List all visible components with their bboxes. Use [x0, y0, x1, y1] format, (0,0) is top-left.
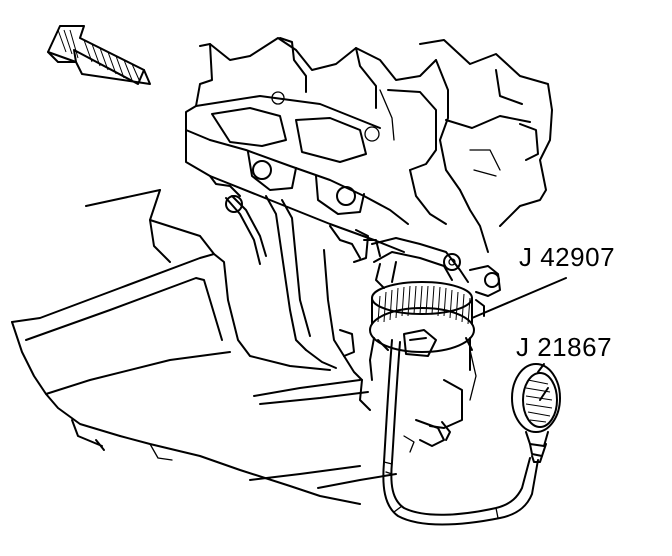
callout-leaders — [471, 277, 567, 373]
j42907-adapter-tool — [369, 281, 475, 381]
oil-filter-adapter-mount — [371, 237, 501, 317]
j21867-pressure-gauge — [511, 363, 561, 463]
leader-line-j42907 — [471, 277, 567, 319]
front-direction-arrow-icon — [47, 25, 151, 85]
transmission-housing — [379, 39, 553, 253]
engine-block — [185, 37, 437, 265]
callout-j21867: J 21867 — [516, 332, 613, 362]
leader-line-j21867 — [537, 363, 545, 373]
callout-j42907: J 42907 — [519, 242, 616, 272]
floor-pan — [11, 189, 397, 505]
gauge-hose — [382, 339, 539, 526]
oil-pan — [265, 195, 477, 453]
